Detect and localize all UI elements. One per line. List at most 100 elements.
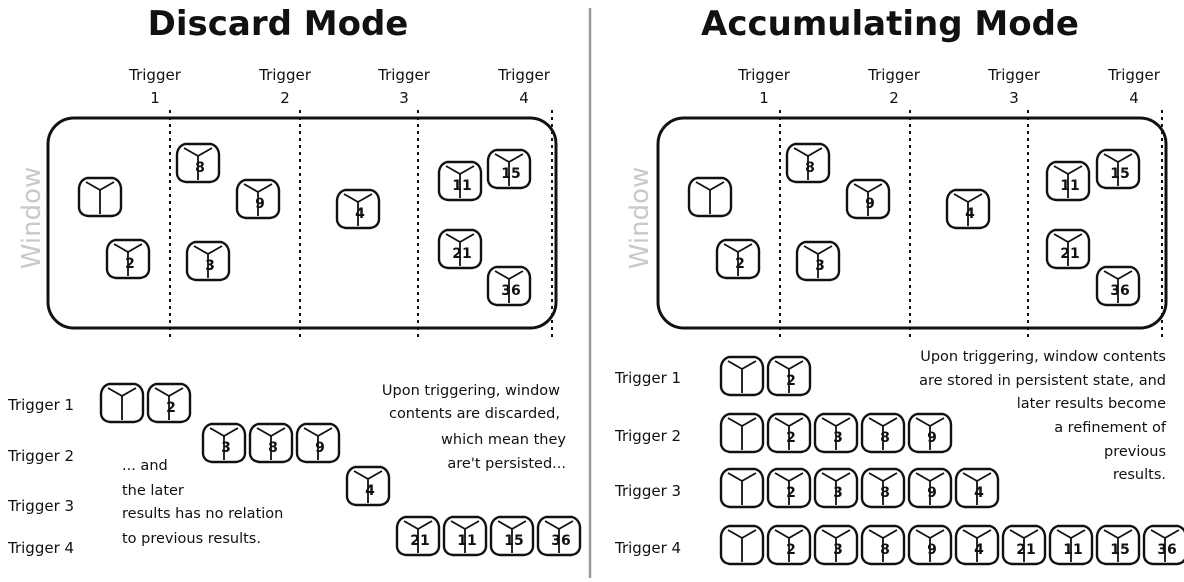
data-cube bbox=[687, 176, 733, 218]
note-line: which mean they bbox=[441, 432, 566, 448]
data-cube: 15 bbox=[486, 148, 532, 190]
cube-label: 36 bbox=[551, 533, 570, 549]
data-cube: 2 bbox=[766, 412, 812, 454]
trigger-label-word: Trigger bbox=[987, 66, 1041, 84]
row-label: Trigger 4 bbox=[614, 539, 681, 557]
discard-note: Upon triggering, window contents are dis… bbox=[382, 383, 567, 472]
data-cube: 36 bbox=[1142, 524, 1184, 566]
trigger-label-word: Trigger bbox=[737, 66, 791, 84]
cube-edges bbox=[915, 529, 945, 562]
accumulating-mode-panel: Accumulating Mode Trigger 1 Trigger 2 Tr… bbox=[614, 4, 1184, 566]
trigger-label-num: 1 bbox=[150, 89, 160, 107]
data-cube: 9 bbox=[907, 412, 953, 454]
cube-edges bbox=[821, 529, 851, 562]
cube-edges bbox=[1056, 529, 1086, 562]
cube-edges bbox=[343, 193, 373, 226]
data-cube: 36 bbox=[486, 265, 532, 307]
note-line: previous bbox=[1104, 444, 1166, 460]
trigger-label-num: 2 bbox=[889, 89, 899, 107]
cube-label: 4 bbox=[974, 542, 984, 558]
cube-label: 11 bbox=[1060, 178, 1079, 194]
note-line: Upon triggering, window bbox=[382, 383, 560, 399]
trigger-label-num: 3 bbox=[399, 89, 409, 107]
cube-edges bbox=[774, 529, 804, 562]
data-cube: 8 bbox=[860, 467, 906, 509]
cube-label: 4 bbox=[974, 485, 984, 501]
data-cube: 9 bbox=[295, 422, 341, 464]
data-cube: 2 bbox=[105, 238, 151, 280]
cube-edges bbox=[774, 417, 804, 450]
cube-label: 9 bbox=[315, 440, 325, 456]
cube-label: 9 bbox=[927, 485, 937, 501]
cube-edges bbox=[544, 520, 574, 553]
cube-edges bbox=[243, 183, 273, 216]
cube-label: 36 bbox=[1110, 283, 1129, 299]
cube-edges bbox=[494, 270, 524, 303]
note-line: ... and bbox=[122, 458, 168, 474]
data-cube: 3 bbox=[185, 240, 231, 282]
cube-edges bbox=[1103, 270, 1133, 303]
window-axis-label: Window bbox=[625, 167, 655, 270]
note-line: are't persisted... bbox=[447, 456, 566, 472]
cube-label: 2 bbox=[166, 400, 176, 416]
cube-label: 3 bbox=[815, 258, 825, 274]
data-cube: 3 bbox=[813, 467, 859, 509]
data-cube: 3 bbox=[201, 422, 247, 464]
cube-edges bbox=[1103, 153, 1133, 186]
cube-edges bbox=[727, 529, 757, 562]
row-label: Trigger 1 bbox=[7, 396, 74, 414]
cube-label: 21 bbox=[1060, 246, 1079, 262]
cube-edges bbox=[774, 360, 804, 393]
row-cubes: 2 bbox=[719, 355, 812, 397]
cube-edges bbox=[723, 243, 753, 276]
cube-label: 2 bbox=[786, 373, 796, 389]
cube-edges bbox=[450, 520, 480, 553]
trigger-label-num: 4 bbox=[519, 89, 529, 107]
cube-label: 8 bbox=[268, 440, 278, 456]
data-cube: 4 bbox=[345, 465, 391, 507]
cube-label: 8 bbox=[880, 485, 890, 501]
cube-label: 2 bbox=[735, 256, 745, 272]
data-cube: 2 bbox=[766, 467, 812, 509]
cube-label: 9 bbox=[865, 196, 875, 212]
data-cube: 4 bbox=[954, 467, 1000, 509]
cube-label: 2 bbox=[786, 485, 796, 501]
trigger-label-word: Trigger bbox=[867, 66, 921, 84]
data-cube: 8 bbox=[175, 142, 221, 184]
cube-edges bbox=[1103, 529, 1133, 562]
data-cube: 2 bbox=[766, 355, 812, 397]
data-cube: 8 bbox=[860, 524, 906, 566]
cube-edges bbox=[445, 233, 475, 266]
cube-label: 9 bbox=[255, 196, 265, 212]
cube-label: 11 bbox=[452, 178, 471, 194]
trigger-boundaries bbox=[779, 110, 1163, 340]
trigger-rows: Trigger 1 Trigger 2 Trigger 3 Trigger 4 … bbox=[7, 382, 582, 557]
data-cube: 21 bbox=[395, 515, 441, 557]
cube-edges bbox=[915, 417, 945, 450]
data-cube bbox=[77, 176, 123, 218]
cube-label: 9 bbox=[927, 430, 937, 446]
cube-label: 15 bbox=[504, 533, 523, 549]
data-cube: 15 bbox=[1095, 148, 1141, 190]
note-line: are stored in persistent state, and bbox=[919, 373, 1166, 389]
data-cube: 3 bbox=[813, 524, 859, 566]
row-label: Trigger 1 bbox=[614, 369, 681, 387]
cube-label: 3 bbox=[833, 430, 843, 446]
trigger-boundaries bbox=[169, 110, 553, 340]
cube-label: 8 bbox=[195, 160, 205, 176]
cube-edges bbox=[962, 472, 992, 505]
cube-edges bbox=[793, 147, 823, 180]
cube-edges bbox=[154, 387, 184, 420]
trigger-label-num: 4 bbox=[1129, 89, 1139, 107]
note-line: Upon triggering, window contents bbox=[920, 349, 1166, 365]
data-cube: 4 bbox=[945, 188, 991, 230]
data-cube bbox=[719, 524, 765, 566]
note-line: results. bbox=[1113, 467, 1166, 483]
cube-edges bbox=[868, 529, 898, 562]
cube-edges bbox=[868, 417, 898, 450]
cube-outline bbox=[1142, 524, 1184, 566]
cube-edges bbox=[183, 147, 213, 180]
trigger-labels: Trigger 1 Trigger 2 Trigger 3 Trigger 4 bbox=[128, 66, 551, 107]
